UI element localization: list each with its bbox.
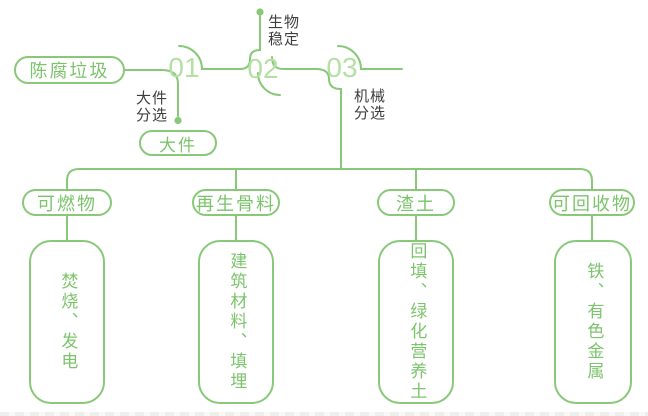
bulky-endpoint-dot: [174, 116, 182, 125]
step-label-mechanical-sorting: 机械 分选: [354, 88, 387, 122]
detail-text: 铁、有色金属: [584, 262, 604, 382]
detail-text: 焚烧、发电: [58, 272, 78, 372]
bio-endpoint-dot: [256, 8, 264, 16]
flow-line-01-to-02: [178, 15, 261, 70]
step-number-03: 03: [326, 52, 358, 83]
category-node-recyclables: 可回收物: [549, 189, 635, 216]
bulky-output-label: 大件: [159, 135, 197, 155]
flow-arc-under-02: [257, 72, 281, 96]
root-node: 陈腐垃圾: [14, 56, 125, 84]
category-node-combustibles: 可燃物: [22, 189, 112, 216]
root-node-label: 陈腐垃圾: [29, 61, 110, 81]
flow-line-root-to-bulky: [124, 69, 179, 117]
category-label: 可回收物: [552, 193, 632, 214]
detail-text: 回填、绿化营养土: [407, 242, 427, 402]
step-number-02: 02: [247, 53, 279, 84]
category-label: 再生骨料: [196, 193, 276, 214]
detail-text: 建筑材料、填埋: [227, 252, 247, 392]
detail-box-slag-soil: 回填、绿化营养土: [378, 240, 454, 404]
bulky-output-node: 大件: [139, 130, 217, 156]
step-number-01: 01: [168, 52, 200, 83]
bottom-edge-artifact: [0, 412, 648, 416]
detail-box-recyclables: 铁、有色金属: [554, 240, 632, 404]
flow-line-after-03: [337, 45, 403, 70]
distribution-line: [66, 168, 593, 191]
detail-box-recycled-aggregate: 建筑材料、填埋: [198, 240, 274, 404]
category-label: 渣土: [396, 193, 436, 214]
category-node-slag-soil: 渣土: [377, 189, 455, 216]
category-label: 可燃物: [37, 193, 97, 214]
detail-box-combustibles: 焚烧、发电: [29, 240, 105, 404]
flow-line-02-to-03: [271, 56, 342, 169]
step-label-bio-stabilization: 生物 稳定: [268, 14, 301, 48]
category-node-recycled-aggregate: 再生骨料: [192, 189, 280, 216]
step-label-bulky-sorting: 大件 分选: [136, 90, 169, 124]
